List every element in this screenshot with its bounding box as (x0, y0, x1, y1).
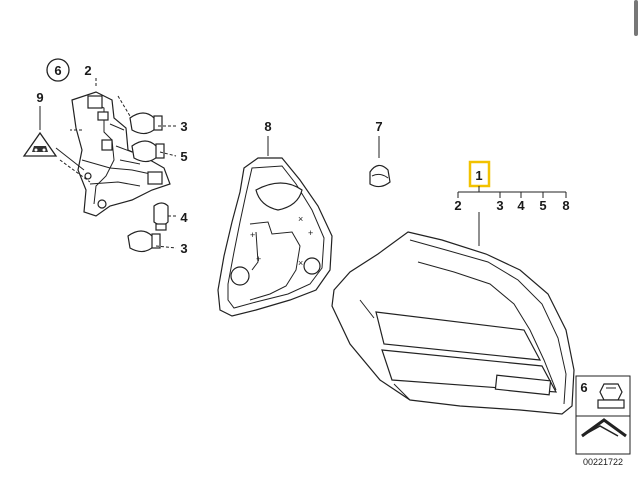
label-7[interactable]: 7 (375, 119, 382, 134)
tail-light-assembly[interactable] (331, 231, 575, 415)
svg-text:×: × (298, 258, 303, 268)
label-8-top[interactable]: 8 (264, 119, 271, 134)
sub-label-3[interactable]: 3 (496, 198, 503, 213)
legend-label-6[interactable]: 6 (580, 380, 587, 395)
label-4[interactable]: 4 (180, 210, 188, 225)
svg-text:+: + (308, 228, 313, 238)
plug-7[interactable] (369, 164, 391, 188)
bulb-3-bottom[interactable] (127, 230, 161, 253)
label-6-circle[interactable]: 6 (54, 63, 61, 78)
bulb-4[interactable] (153, 202, 169, 231)
label-5[interactable]: 5 (180, 149, 187, 164)
sub-label-5[interactable]: 5 (539, 198, 546, 213)
callout-circle-6[interactable] (46, 58, 70, 82)
label-9[interactable]: 9 (36, 90, 43, 105)
label-1-highlighted[interactable]: 1 (475, 168, 482, 183)
bulb-holder-assembly[interactable] (71, 91, 171, 217)
warning-label-icon[interactable] (22, 131, 58, 157)
sub-label-8[interactable]: 8 (562, 198, 569, 213)
bulb-3-top[interactable] (129, 112, 163, 135)
label-2-left[interactable]: 2 (84, 63, 91, 78)
scrollbar[interactable] (634, 0, 638, 36)
gasket[interactable]: + + × + × (217, 157, 333, 317)
label-3-top[interactable]: 3 (180, 119, 187, 134)
svg-text:×: × (298, 214, 303, 224)
nut-icon[interactable] (597, 383, 625, 409)
label-3-bottom[interactable]: 3 (180, 241, 187, 256)
drawing-number: 00221722 (583, 457, 623, 467)
sub-label-2[interactable]: 2 (454, 198, 461, 213)
sub-label-4[interactable]: 4 (517, 198, 525, 213)
svg-text:+: + (256, 254, 261, 264)
bulb-5[interactable] (131, 140, 165, 163)
scale-arrow-icon (581, 418, 627, 438)
svg-text:+: + (250, 230, 255, 240)
